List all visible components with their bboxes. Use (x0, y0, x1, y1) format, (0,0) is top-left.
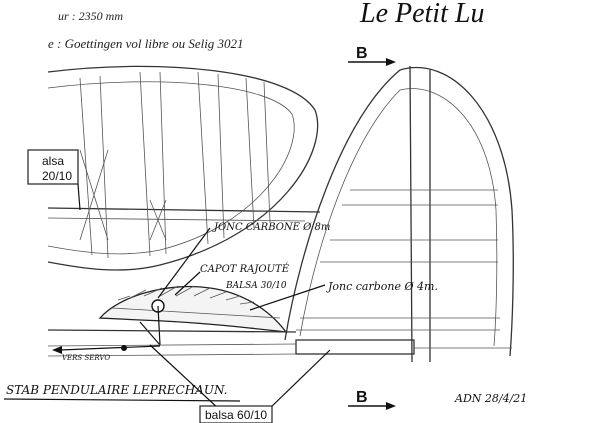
label-capot-rajoute: CAPOT RAJOUTÉ (200, 263, 290, 275)
fin-structure (284, 65, 514, 363)
section-marker-top: B (348, 45, 396, 66)
label-stab-pendulaire: STAB PENDULAIRE LEPRECHAUN. (6, 383, 228, 397)
section-marker-bottom: B (348, 389, 396, 410)
capot-section (98, 285, 288, 346)
signature-text: ADN 28/4/21 (454, 392, 527, 405)
servo-link (52, 345, 161, 354)
balsa-box-label: alsa 20/10 (27, 149, 81, 211)
label-jonc-carbone-8: JONC CARBONE Ø 8m (212, 222, 330, 233)
label-jonc-carbone-4: Jonc carbone Ø 4m. (326, 280, 438, 293)
balsa-box-line2: 20/10 (42, 169, 72, 183)
section-marker-top-label: B (356, 45, 368, 62)
servo-arrow-icon (52, 346, 62, 354)
label-vers-servo: VERS SERVO (62, 354, 110, 362)
wing-tip-planform (47, 65, 321, 271)
leader-lines (149, 227, 331, 411)
title-text: Le Petit Lu (359, 0, 484, 29)
section-marker-bottom-label: B (356, 389, 368, 406)
label-balsa-30-10: BALSA 30/10 (225, 281, 287, 291)
span-text: ur : 2350 mm (58, 9, 123, 23)
fuselage-lines (47, 329, 297, 357)
balsa-box-line1: alsa (42, 154, 64, 168)
label-balsa-60-10: balsa 60/10 (205, 408, 267, 422)
arrowhead-top-icon (386, 58, 396, 66)
balsa-60-box: balsa 60/10 (199, 405, 273, 423)
arrowhead-bottom-icon (386, 402, 396, 410)
profile-text: e : Goettingen vol libre ou Selig 3021 (48, 36, 244, 51)
